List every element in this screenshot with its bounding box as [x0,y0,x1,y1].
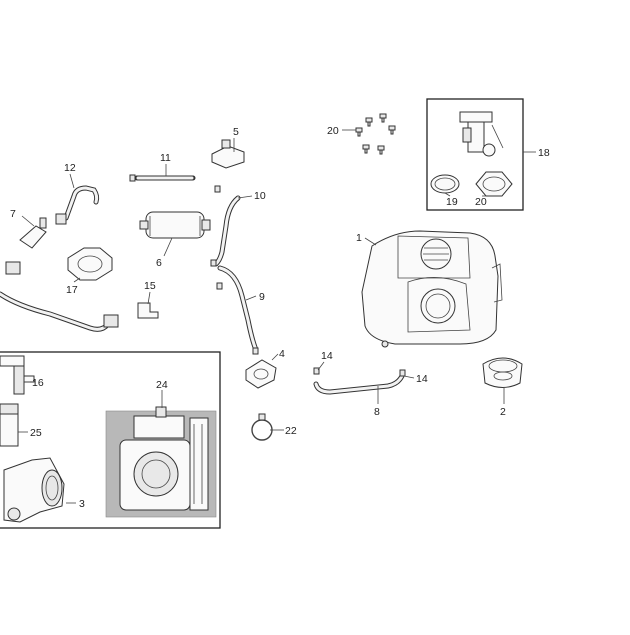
callout-22: 22 [285,425,297,437]
callout-15: 15 [144,280,156,292]
fuel-filter [139,211,211,239]
leader-lines [18,129,536,504]
throttle-body-box [0,351,221,529]
callout-14a: 14 [321,350,333,362]
callout-20b: 20 [327,125,339,137]
feed-hose [0,261,119,332]
injector-7 [19,217,47,249]
valve-4 [245,359,277,389]
callout-16: 16 [32,377,44,389]
hose-9 [217,265,259,353]
callout-18: 18 [538,147,550,159]
callout-20a: 20 [475,196,487,208]
callout-8: 8 [374,406,380,418]
callout-1: 1 [356,232,362,244]
callout-17: 17 [66,284,78,296]
callout-10: 10 [254,190,266,202]
small-clips [129,174,406,377]
callout-19: 19 [446,196,458,208]
callout-14b: 14 [416,373,428,385]
fuel-cap [482,357,523,388]
callout-9: 9 [259,291,265,303]
callout-12: 12 [64,162,76,174]
callout-24: 24 [156,379,168,391]
callout-labels: 1 2 3 4 5 6 7 8 9 10 11 12 14 14 15 16 1… [10,125,550,510]
callout-6: 6 [156,257,162,269]
bracket-15 [137,302,159,319]
callout-25: 25 [30,427,42,439]
screws-group [355,113,396,155]
callout-3: 3 [79,498,85,510]
callout-4: 4 [279,348,285,360]
callout-5: 5 [233,126,239,138]
clamp-22 [251,413,273,441]
callout-7: 7 [10,208,16,220]
callout-2: 2 [500,406,506,418]
callout-11: 11 [160,152,171,164]
fuel-pump-assembly-box [426,98,524,211]
gasket-17 [67,247,113,281]
check-valve [211,139,245,169]
pipe-12 [55,185,100,225]
hose-8 [313,373,405,395]
hose-10 [213,195,241,267]
fuel-tank [361,230,503,348]
